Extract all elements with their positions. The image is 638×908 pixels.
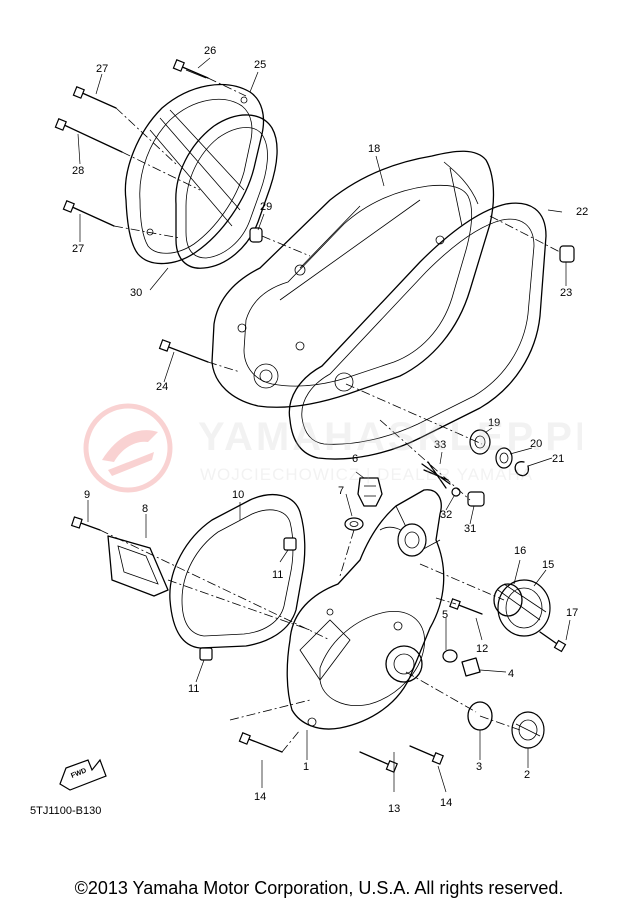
part-label-9: 9 xyxy=(84,489,90,501)
part-label-32: 32 xyxy=(440,509,452,521)
bushing-23 xyxy=(559,245,575,263)
part-label-30: 30 xyxy=(130,287,142,299)
part-label-8: 8 xyxy=(142,503,148,515)
part-label-10: 10 xyxy=(232,489,244,501)
copyright-notice: ©2013 Yamaha Motor Corporation, U.S.A. A… xyxy=(74,878,564,898)
part-label-6: 6 xyxy=(352,453,358,465)
watermark-subtitle: WOJCIECHOWICZ | DEALER YAMAHA xyxy=(200,465,533,484)
part-label-23: 23 xyxy=(560,287,572,299)
crankcase-cover-1 xyxy=(286,489,445,730)
part-label-28: 28 xyxy=(72,165,84,177)
part-label-25: 25 xyxy=(254,59,266,71)
watermark-title: YAMAHASKLEP.PL xyxy=(198,415,582,459)
part-label-3: 3 xyxy=(476,761,482,773)
bolts-26-27-28 xyxy=(54,59,263,243)
part-label-4: 4 xyxy=(508,668,514,680)
clutch-cover-25 xyxy=(124,83,265,265)
part-labels: 1 2 3 4 5 6 7 8 9 10 11 11 12 13 14 14 1… xyxy=(72,45,588,815)
dealer-logo-icon xyxy=(83,403,173,493)
part-label-27a: 27 xyxy=(96,63,108,75)
part-label-22: 22 xyxy=(576,206,588,218)
plug-4 xyxy=(461,657,481,677)
bolts-13-14 xyxy=(238,732,444,773)
part-label-7: 7 xyxy=(338,485,344,497)
part-label-1: 1 xyxy=(303,761,309,773)
diagram-code: 5TJ1100-B130 xyxy=(30,805,101,817)
oil-seals-19-20-21 xyxy=(421,429,530,507)
part-label-27b: 27 xyxy=(72,243,84,255)
part-label-15: 15 xyxy=(542,559,554,571)
part-label-20: 20 xyxy=(530,438,542,450)
part-label-17: 17 xyxy=(566,607,578,619)
part-label-19: 19 xyxy=(488,417,500,429)
gasket-30 xyxy=(175,114,278,269)
o-ring-5 xyxy=(442,649,458,663)
crankcase-cover-18 xyxy=(211,150,495,408)
part-label-18: 18 xyxy=(368,143,380,155)
exploded-parts-diagram: FWD xyxy=(30,45,588,817)
gasket-10 xyxy=(169,494,306,661)
part-label-11b: 11 xyxy=(188,683,199,695)
part-label-2: 2 xyxy=(524,769,530,781)
part-label-33: 33 xyxy=(434,439,446,451)
part-label-29: 29 xyxy=(260,201,272,213)
part-label-21: 21 xyxy=(552,453,564,465)
part-label-31: 31 xyxy=(464,523,476,535)
fwd-arrow-icon: FWD xyxy=(59,758,107,791)
gasket-22 xyxy=(288,202,547,460)
plug-6-7 xyxy=(344,477,383,531)
part-label-26: 26 xyxy=(204,45,216,57)
dealer-watermark: YAMAHASKLEP.PL WOJCIECHOWICZ | DEALER YA… xyxy=(83,403,582,493)
plate-8 xyxy=(70,516,169,597)
leader-lines xyxy=(77,57,571,793)
part-label-14a: 14 xyxy=(254,791,266,803)
part-label-11a: 11 xyxy=(272,569,283,581)
part-label-24: 24 xyxy=(156,381,168,393)
part-label-13: 13 xyxy=(388,803,400,815)
part-label-12: 12 xyxy=(476,643,488,655)
cover-15-16 xyxy=(493,579,551,637)
part-label-16: 16 xyxy=(514,545,526,557)
part-label-5: 5 xyxy=(442,609,448,621)
part-label-14b: 14 xyxy=(440,797,452,809)
